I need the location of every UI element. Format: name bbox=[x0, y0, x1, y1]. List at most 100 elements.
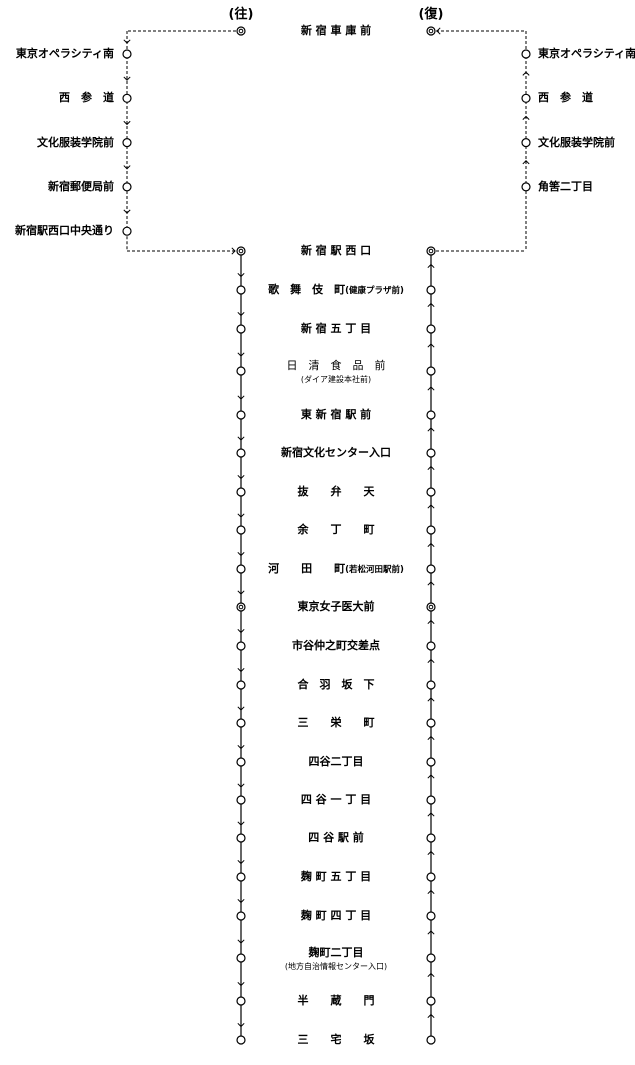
stop-name: 四 谷 一 丁 目 bbox=[300, 793, 372, 806]
outbound-stop bbox=[236, 366, 246, 376]
outbound-stop bbox=[236, 410, 246, 420]
stop-name: 新 宿 五 丁 目 bbox=[300, 322, 372, 335]
return-trunk-arrow bbox=[427, 774, 435, 779]
return-trunk-arrow bbox=[427, 343, 435, 348]
outbound-stop bbox=[236, 833, 246, 843]
stop-label: 三 宅 坂 bbox=[298, 1034, 375, 1046]
return-branch-label: 文化服装学院前 bbox=[538, 135, 615, 149]
return-stop bbox=[426, 285, 436, 295]
return-trunk-arrow bbox=[427, 697, 435, 702]
outbound-trunk-arrow bbox=[237, 436, 245, 441]
stop-label: 余 丁 町 bbox=[298, 524, 375, 536]
return-branch-stop bbox=[521, 49, 531, 59]
outbound-stop bbox=[236, 246, 246, 256]
outbound-trunk-arrow bbox=[237, 311, 245, 317]
depot-stop-return bbox=[426, 26, 436, 36]
stop-label: 河 田 町(若松河田駅前) bbox=[268, 563, 404, 576]
stop-name: 新 宿 駅 西 口 bbox=[300, 244, 372, 257]
return-trunk-arrow bbox=[427, 542, 435, 548]
outbound-branch-arrow-1 bbox=[123, 76, 131, 81]
return-stop bbox=[426, 911, 436, 921]
outbound-trunk-arrow bbox=[237, 1022, 245, 1028]
return-trunk-arrow bbox=[427, 619, 435, 625]
stop-name: 半 蔵 門 bbox=[297, 994, 375, 1007]
return-stop bbox=[426, 1035, 436, 1045]
stop-label: 麹町二丁目(地方自治情報センター入口) bbox=[285, 947, 387, 973]
return-branch-stop bbox=[521, 138, 531, 148]
stop-name: 抜 弁 天 bbox=[297, 485, 375, 498]
outbound-stop bbox=[236, 1035, 246, 1045]
return-trunk-arrow bbox=[427, 972, 435, 978]
stop-subtitle: (ダイア建設本社前) bbox=[300, 375, 372, 384]
return-stop bbox=[426, 602, 436, 612]
return-stop bbox=[426, 246, 436, 256]
return-branch-label: 角筈二丁目 bbox=[538, 179, 593, 193]
return-header: (復) bbox=[418, 7, 444, 22]
outbound-trunk-arrow bbox=[237, 744, 245, 750]
return-stop bbox=[426, 680, 436, 690]
return-stop-inner bbox=[428, 604, 434, 610]
outbound-trunk-arrow bbox=[237, 821, 245, 826]
stop-name: 四 谷 駅 前 bbox=[308, 831, 364, 844]
return-stop bbox=[426, 641, 436, 651]
outbound-trunk-arrow bbox=[237, 590, 245, 595]
return-trunk-arrow bbox=[427, 812, 435, 817]
return-trunk-arrow bbox=[427, 427, 435, 432]
outbound-branch-stop bbox=[122, 138, 132, 148]
outbound-trunk-arrow bbox=[237, 272, 245, 278]
outbound-trunk-arrow bbox=[237, 898, 245, 904]
outbound-branch-label: 西 参 道 bbox=[59, 91, 114, 105]
stop-label: 歌 舞 伎 町(健康プラザ前) bbox=[268, 284, 404, 297]
return-trunk-arrow bbox=[427, 1013, 435, 1019]
return-stop bbox=[426, 410, 436, 420]
outbound-branch-label: 新宿郵便局前 bbox=[48, 179, 114, 193]
return-stop bbox=[426, 564, 436, 574]
outbound-branch-stop bbox=[122, 182, 132, 192]
stop-label: 東京女子医大前 bbox=[298, 601, 375, 613]
outbound-trunk-arrow bbox=[237, 395, 245, 400]
stop-label: 合 羽 坂 下 bbox=[298, 679, 375, 691]
return-stop bbox=[426, 795, 436, 805]
outbound-header: (往) bbox=[228, 7, 254, 22]
outbound-stop bbox=[236, 525, 246, 535]
outbound-branch-label: 東京オペラシティ南 bbox=[15, 47, 114, 60]
return-stop bbox=[426, 833, 436, 843]
stop-name: 新宿文化センター入口 bbox=[281, 446, 391, 459]
outbound-branch-arrow-2 bbox=[123, 120, 131, 126]
stop-label: 新宿文化センター入口 bbox=[281, 447, 391, 459]
return-branch-label: 東京オペラシティ南 bbox=[538, 47, 635, 60]
return-stop bbox=[426, 366, 436, 376]
outbound-stop bbox=[236, 953, 246, 963]
return-branch-stop bbox=[521, 182, 531, 192]
stop-name: 麹 町 四 丁 目 bbox=[300, 909, 372, 922]
stop-label: 半 蔵 門 bbox=[298, 995, 375, 1007]
stop-name: 河 田 町 bbox=[268, 562, 346, 575]
stop-name: 麹 町 五 丁 目 bbox=[300, 870, 372, 883]
stop-name: 合 羽 坂 下 bbox=[297, 678, 375, 691]
stop-label: 四 谷 駅 前 bbox=[308, 832, 364, 844]
return-trunk-arrow bbox=[427, 850, 435, 856]
stop-label: 市谷仲之町交差点 bbox=[292, 640, 380, 652]
return-branch-top-arrow bbox=[436, 27, 441, 35]
stop-label: 三 栄 町 bbox=[298, 717, 375, 729]
stop-label: 新 宿 五 丁 目 bbox=[301, 323, 371, 335]
stop-name: 三 宅 坂 bbox=[297, 1033, 375, 1046]
return-stop bbox=[426, 324, 436, 334]
outbound-stop bbox=[236, 680, 246, 690]
outbound-stop bbox=[236, 641, 246, 651]
return-trunk-arrow bbox=[427, 302, 435, 308]
return-trunk-arrow bbox=[427, 263, 435, 269]
return-stop bbox=[426, 953, 436, 963]
return-trunk-arrow bbox=[427, 735, 435, 741]
return-stop bbox=[426, 996, 436, 1006]
stop-note: (若松河田駅前) bbox=[345, 565, 404, 575]
return-branch-arrow-1 bbox=[522, 115, 530, 121]
return-trunk-arrow bbox=[427, 889, 435, 895]
outbound-branch-arrow-3 bbox=[123, 165, 131, 170]
outbound-stop bbox=[236, 795, 246, 805]
outbound-trunk-arrow bbox=[237, 628, 245, 634]
outbound-branch-label: 文化服装学院前 bbox=[37, 135, 114, 149]
return-trunk-arrow bbox=[427, 504, 435, 509]
depot-stop-return-inner bbox=[428, 28, 434, 34]
